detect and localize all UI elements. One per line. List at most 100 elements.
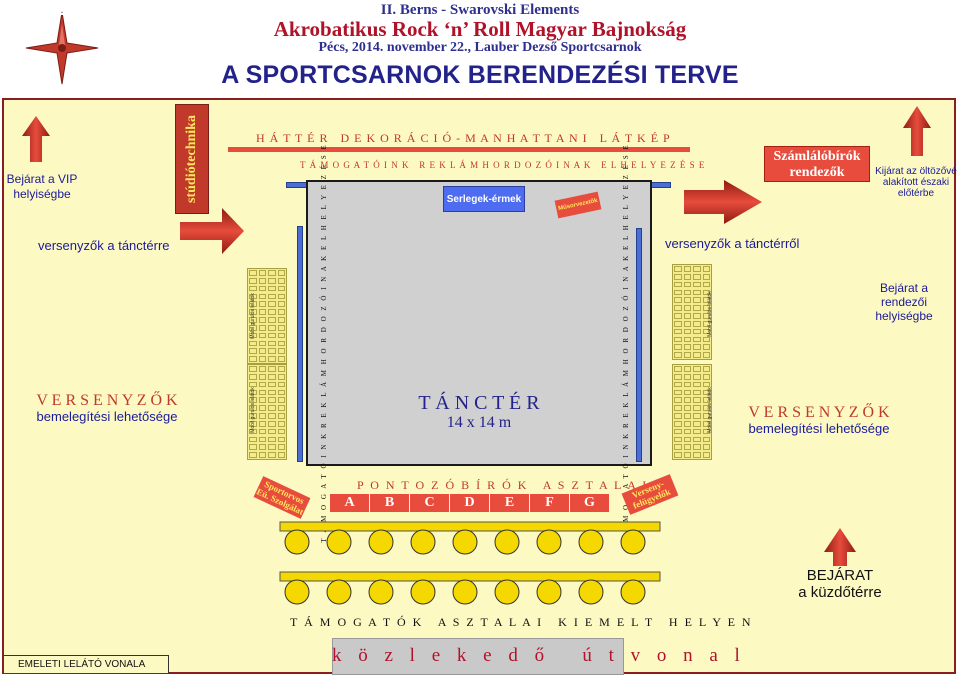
bleacher-seat <box>693 281 701 288</box>
counter-judges-box: Számlálóbírók rendezők <box>764 146 870 182</box>
bleacher-seat <box>268 373 276 380</box>
bleacher-seat <box>277 293 285 300</box>
bleacher-left-top <box>247 268 287 364</box>
bleacher-seat <box>674 344 682 351</box>
bleacher-seat <box>249 413 257 419</box>
bleacher-seat <box>702 381 710 388</box>
studio-technique-box: stúdiótechnika <box>175 104 209 214</box>
bleacher-seat <box>268 366 276 372</box>
bleacher-seat <box>268 285 276 292</box>
bleacher-seat <box>702 413 710 419</box>
judges-title: P O N T O Z Ó B Í R Ó K A S Z T A L A I <box>357 478 649 492</box>
bleacher-seat <box>693 336 701 343</box>
bleacher-seat <box>258 413 266 419</box>
judge-table-d: D <box>450 494 489 512</box>
bleacher-seat <box>258 428 266 435</box>
bleacher-seat <box>674 413 682 419</box>
bleacher-seat <box>693 436 701 443</box>
bleacher-seat <box>268 332 276 339</box>
bleacher-seat <box>249 332 257 339</box>
bleacher-seat <box>268 340 276 347</box>
bleacher-seat <box>258 277 266 284</box>
bleacher-seat <box>277 309 285 315</box>
sponsor-right-bar <box>636 228 642 462</box>
bleacher-seat <box>683 344 691 351</box>
bleacher-seat <box>258 397 266 404</box>
table-row-1 <box>284 529 646 555</box>
bleacher-seat <box>249 452 257 458</box>
backdrop-label: H Á T T É R D E K O R Á C I Ó - M A N H … <box>256 131 671 145</box>
bleacher-seat <box>683 436 691 443</box>
bleacher-seat <box>683 373 691 380</box>
bleacher-seat <box>702 320 710 327</box>
bleacher-seat <box>683 313 691 319</box>
bleacher-seat <box>277 444 285 451</box>
bleacher-seat <box>674 366 682 372</box>
bleacher-seat <box>702 420 710 427</box>
bleacher-seat <box>683 405 691 411</box>
bleacher-seat <box>249 348 257 355</box>
organizer-entrance-label: Bejárat a rendezői helyiségbe <box>875 281 933 323</box>
bleacher-seat <box>258 317 266 323</box>
bleacher-left-bottom <box>247 364 287 460</box>
bleacher-seat <box>683 352 691 358</box>
bleacher-right-bottom <box>672 364 712 460</box>
bleacher-seat <box>702 405 710 411</box>
bleacher-seat <box>683 320 691 327</box>
walkway-label: k ö z l e k e d ő ú t v o n a l <box>332 645 746 666</box>
bleacher-seat <box>268 293 276 300</box>
bleacher-seat <box>277 413 285 419</box>
bleacher-seat <box>268 270 276 276</box>
bleacher-seat <box>249 285 257 292</box>
bleacher-seat <box>683 289 691 296</box>
bleacher-seat <box>702 281 710 288</box>
bleacher-seat <box>268 428 276 435</box>
bleacher-seat <box>693 266 701 272</box>
bleacher-seat <box>674 266 682 272</box>
judge-table-b: B <box>370 494 409 512</box>
bleacher-seat <box>702 313 710 319</box>
bleacher-seat <box>249 436 257 443</box>
bleacher-seat <box>277 348 285 355</box>
bleacher-seat <box>702 266 710 272</box>
bleacher-seat <box>702 444 710 451</box>
bleacher-seat <box>693 320 701 327</box>
bleacher-seat <box>258 348 266 355</box>
from-floor-label: versenyzők a tánctérről <box>665 236 800 251</box>
bleacher-seat <box>258 301 266 308</box>
bleacher-seat <box>674 381 682 388</box>
bleacher-seat <box>683 413 691 419</box>
bleacher-seat <box>258 293 266 300</box>
bleacher-seat <box>277 332 285 339</box>
bleacher-seat <box>693 413 701 419</box>
bleacher-seat <box>277 389 285 396</box>
header-championship: Akrobatikus Rock ‘n’ Roll Magyar Bajnoks… <box>273 17 687 41</box>
bleacher-seat <box>683 444 691 451</box>
bleacher-seat <box>674 452 682 458</box>
bleacher-seat <box>693 381 701 388</box>
bleacher-seat <box>277 428 285 435</box>
bleacher-seat <box>693 366 701 372</box>
bleacher-seat <box>268 452 276 458</box>
upper-stand-line-label: EMELETI LELÁTÓ VONALA <box>4 655 169 673</box>
bleacher-seat <box>249 324 257 331</box>
header-event-series: II. Berns - Swarovski Elements <box>380 2 580 18</box>
bleacher-seat <box>702 336 710 343</box>
bleacher-seat <box>674 297 682 304</box>
bleacher-seat <box>683 389 691 396</box>
bleacher-seat <box>693 444 701 451</box>
bleacher-seat <box>693 397 701 404</box>
bleacher-seat <box>702 305 710 311</box>
bleacher-seat <box>277 270 285 276</box>
bleacher-seat <box>258 389 266 396</box>
vip-entrance-label: Bejárat a VIP helyiségbe <box>6 172 78 201</box>
bleacher-seat <box>674 397 682 404</box>
bleacher-seat <box>693 297 701 304</box>
bleacher-seat <box>258 381 266 388</box>
bleacher-seat <box>249 381 257 388</box>
bleacher-seat <box>258 324 266 331</box>
bleacher-seat <box>268 381 276 388</box>
bleacher-seat <box>258 332 266 339</box>
bleacher-seat <box>674 273 682 280</box>
bleacher-seat <box>249 309 257 315</box>
